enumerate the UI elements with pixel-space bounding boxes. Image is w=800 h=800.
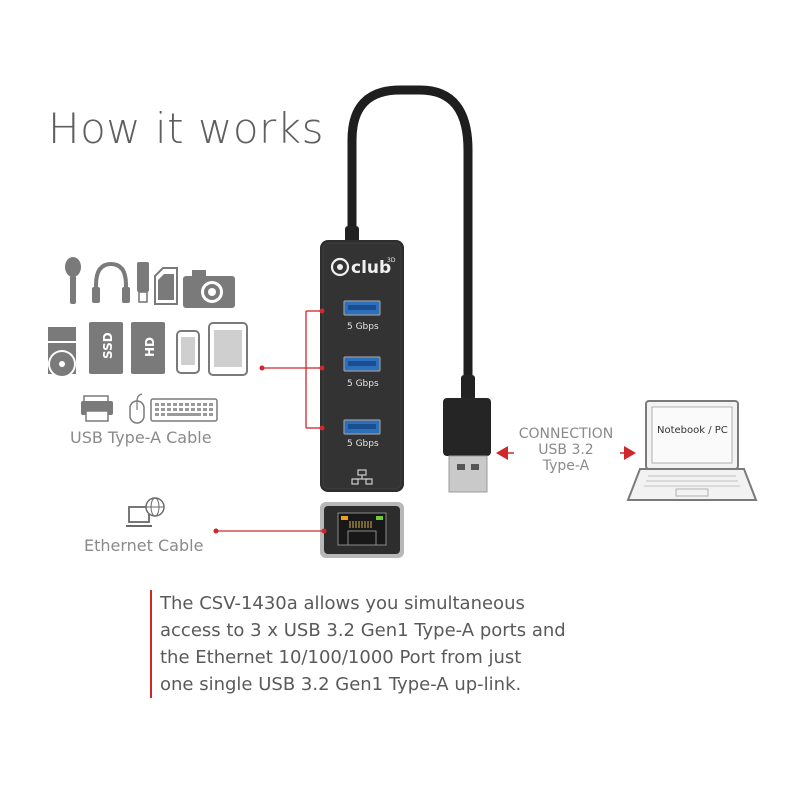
svg-text:SSD: SSD <box>101 332 115 359</box>
cable-strain-relief-bottom <box>461 375 475 400</box>
ethernet-port <box>320 502 404 558</box>
description-line-1: The CSV-1430a allows you simultaneous <box>160 593 525 614</box>
description-line-4: one single USB 3.2 Gen1 Type-A up-link. <box>160 674 522 695</box>
club3d-logo: club 3D <box>330 257 396 278</box>
usb-port-1: 5 Gbps <box>343 300 381 332</box>
notebook-label: Notebook / PC <box>657 425 728 436</box>
ssd-icon: SSD <box>89 322 123 374</box>
description-line-3: the Ethernet 10/100/1000 Port from just <box>160 647 522 668</box>
usb-stick-icon <box>137 262 149 303</box>
printer-icon <box>81 395 113 422</box>
keyboard-icon <box>150 398 218 422</box>
usb-port-2: 5 Gbps <box>343 356 381 389</box>
smartphone-icon <box>176 330 200 374</box>
connection-line-3: Type-A <box>542 458 590 474</box>
page-title: How it works <box>48 104 324 153</box>
microphone-icon <box>65 257 81 304</box>
sd-card-icon <box>154 267 178 305</box>
svg-text:5 Gbps: 5 Gbps <box>347 439 379 449</box>
svg-text:club: club <box>351 258 391 278</box>
network-icon <box>351 469 373 485</box>
svg-text:5 Gbps: 5 Gbps <box>347 379 379 389</box>
usb-hub-body: club 3D 5 Gbps 5 Gbps 5 Gbps <box>320 240 404 492</box>
usb-a-plug <box>443 398 491 493</box>
description-text: The CSV-1430a allows you simultaneous ac… <box>150 590 566 698</box>
network-computer-icon <box>126 497 165 527</box>
usb-port-3: 5 Gbps <box>343 419 381 449</box>
hdd-icon: HD <box>131 322 165 374</box>
mouse-icon <box>129 393 145 424</box>
hub-cable <box>347 85 473 405</box>
usb-ports-bracket <box>262 310 322 429</box>
usb-cable-label: USB Type-A Cable <box>70 428 212 447</box>
optical-drive-icon <box>48 327 76 378</box>
connection-arrows <box>496 446 636 460</box>
description-line-2: access to 3 x USB 3.2 Gen1 Type-A ports … <box>160 620 566 641</box>
notebook-icon: Notebook / PC <box>626 400 758 501</box>
connection-label: CONNECTION USB 3.2 Type-A <box>496 426 636 474</box>
camera-icon <box>183 270 235 308</box>
svg-text:5 Gbps: 5 Gbps <box>347 322 379 332</box>
headphones-icon <box>92 261 130 303</box>
connection-line-1: CONNECTION <box>518 426 614 442</box>
svg-text:HD: HD <box>143 337 157 357</box>
svg-text:3D: 3D <box>387 257 396 264</box>
tablet-icon <box>208 322 248 376</box>
ethernet-cable-label: Ethernet Cable <box>84 536 204 555</box>
connection-line-2: USB 3.2 <box>538 442 594 458</box>
